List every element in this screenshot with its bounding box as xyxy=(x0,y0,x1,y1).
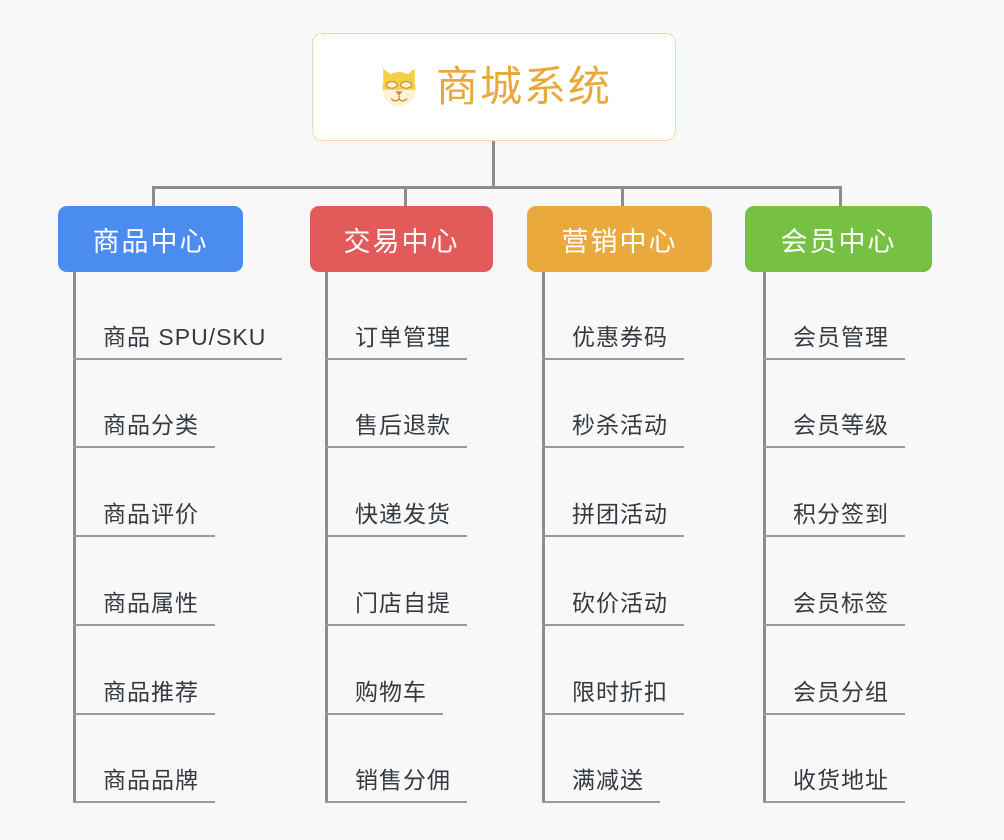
leaf-item[interactable]: 优惠券码 xyxy=(542,272,684,360)
leaf-label: 砍价活动 xyxy=(572,590,668,617)
leaf-label: 订单管理 xyxy=(355,324,451,351)
leaf-item[interactable]: 商品评价 xyxy=(73,449,215,537)
category-title: 会员中心 xyxy=(780,226,897,257)
leaf-label: 会员管理 xyxy=(793,324,889,351)
leaf-label: 门店自提 xyxy=(355,590,451,617)
leaf-item[interactable]: 会员等级 xyxy=(763,360,905,448)
leaf-label: 拼团活动 xyxy=(572,501,668,528)
leaf-label: 会员标签 xyxy=(793,590,889,617)
leaf-item[interactable]: 满减送 xyxy=(542,715,660,803)
leaf-item[interactable]: 拼团活动 xyxy=(542,449,684,537)
leaf-item[interactable]: 商品推荐 xyxy=(73,627,215,715)
category-box-product-center[interactable]: 商品中心 xyxy=(58,206,243,272)
category-title: 商品中心 xyxy=(92,226,209,257)
column-spine xyxy=(325,272,328,803)
leaf-item[interactable]: 秒杀活动 xyxy=(542,360,684,448)
leaf-label: 收货地址 xyxy=(793,767,889,794)
category-box-member-center[interactable]: 会员中心 xyxy=(745,206,932,272)
connector-drop-product xyxy=(152,186,155,208)
leaf-item[interactable]: 购物车 xyxy=(325,627,443,715)
leaf-label: 售后退款 xyxy=(355,412,451,439)
leaf-item[interactable]: 商品 SPU/SKU xyxy=(73,272,282,360)
leaf-item[interactable]: 门店自提 xyxy=(325,538,467,626)
leaf-item[interactable]: 会员分组 xyxy=(763,627,905,715)
category-box-marketing-center[interactable]: 营销中心 xyxy=(527,206,712,272)
leaf-label: 会员等级 xyxy=(793,412,889,439)
leaf-item[interactable]: 收货地址 xyxy=(763,715,905,803)
leaf-label: 限时折扣 xyxy=(572,679,668,706)
leaf-item[interactable]: 售后退款 xyxy=(325,360,467,448)
leaf-label: 商品分类 xyxy=(103,412,199,439)
leaf-label: 快递发货 xyxy=(355,501,451,528)
column-spine xyxy=(542,272,545,803)
column-spine xyxy=(763,272,766,803)
leaf-label: 商品品牌 xyxy=(103,767,199,794)
leaf-item[interactable]: 积分签到 xyxy=(763,449,905,537)
connector-root-stem xyxy=(492,141,495,189)
column-spine xyxy=(73,272,76,803)
leaf-label: 会员分组 xyxy=(793,679,889,706)
connector-drop-member xyxy=(839,186,842,208)
root-node[interactable]: 商城系统 xyxy=(312,33,676,141)
leaf-label: 商品 SPU/SKU xyxy=(103,324,267,351)
leaf-label: 商品评价 xyxy=(103,501,199,528)
leaf-item[interactable]: 会员管理 xyxy=(763,272,905,360)
leaf-label: 商品属性 xyxy=(103,590,199,617)
leaf-label: 积分签到 xyxy=(793,501,889,528)
dog-face-icon xyxy=(382,68,416,107)
category-title: 交易中心 xyxy=(343,226,460,257)
leaf-item[interactable]: 商品品牌 xyxy=(73,715,215,803)
leaf-item[interactable]: 会员标签 xyxy=(763,538,905,626)
leaf-label: 商品推荐 xyxy=(103,679,199,706)
leaf-label: 购物车 xyxy=(355,679,427,706)
leaf-item[interactable]: 销售分佣 xyxy=(325,715,467,803)
connector-drop-marketing xyxy=(621,186,624,208)
leaf-label: 销售分佣 xyxy=(355,767,451,794)
category-title: 营销中心 xyxy=(561,226,678,257)
leaf-label: 优惠券码 xyxy=(572,324,668,351)
leaf-item[interactable]: 快递发货 xyxy=(325,449,467,537)
root-title: 商城系统 xyxy=(435,63,612,110)
connector-drop-trade xyxy=(404,186,407,208)
leaf-item[interactable]: 订单管理 xyxy=(325,272,467,360)
leaf-item[interactable]: 限时折扣 xyxy=(542,627,684,715)
connector-horizontal-bus xyxy=(152,186,842,189)
leaf-label: 满减送 xyxy=(572,767,644,794)
leaf-item[interactable]: 商品属性 xyxy=(73,538,215,626)
leaf-label: 秒杀活动 xyxy=(572,412,668,439)
leaf-item[interactable]: 商品分类 xyxy=(73,360,215,448)
category-box-trade-center[interactable]: 交易中心 xyxy=(310,206,493,272)
leaf-item[interactable]: 砍价活动 xyxy=(542,538,684,626)
